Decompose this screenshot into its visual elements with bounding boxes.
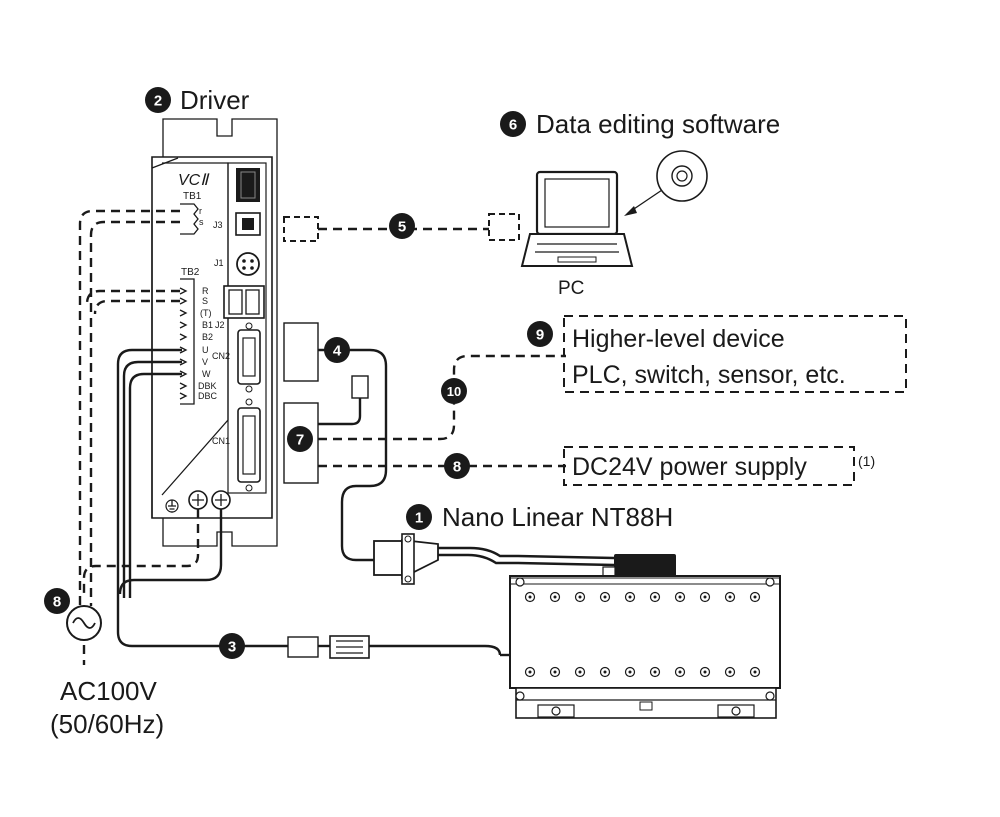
power-plug [287, 636, 319, 658]
tb1-label: TB1 [183, 191, 202, 202]
stage-mounting-hole-center [678, 670, 682, 674]
stage-mounting-hole-center [628, 595, 632, 599]
stage-mounting-hole-center [703, 670, 707, 674]
j2-port [223, 285, 265, 319]
tb2-b1-label: B1 [202, 320, 213, 330]
tb2-s-label: S [202, 296, 208, 306]
tb2-t-label: (T) [200, 308, 212, 318]
tb2-r-label: R [202, 286, 209, 296]
tb2-u-label: U [202, 345, 209, 355]
marker-10: 10 [441, 378, 467, 404]
marker-8-dc: 8 [444, 453, 470, 479]
tb2-label: TB2 [181, 267, 200, 278]
svg-text:4: 4 [333, 343, 342, 360]
driver-label: Driver [180, 85, 250, 115]
svg-text:8: 8 [453, 459, 461, 476]
ac-source-icon [66, 605, 102, 641]
pc-label: PC [558, 278, 584, 299]
stage-mounting-hole-center [678, 595, 682, 599]
cn1-connector [237, 407, 261, 483]
higher-level-title: Higher-level device [572, 325, 785, 353]
stage-mounting-hole-center [753, 670, 757, 674]
tb2-b2-label: B2 [202, 332, 213, 342]
j2-label: J2 [215, 320, 225, 330]
stage-mounting-hole-center [628, 670, 632, 674]
j1-port [236, 252, 260, 276]
stage-mounting-hole-center [553, 595, 557, 599]
svg-text:1: 1 [415, 510, 423, 527]
tb2-v-label: V [202, 357, 208, 367]
svg-text:6: 6 [509, 117, 517, 134]
stage-mounting-hole-center [753, 595, 757, 599]
stage-corner-screw [765, 577, 775, 587]
cn2-label: CN2 [212, 351, 230, 361]
tb1-s-label: s [199, 217, 204, 227]
stage-mounting-hole-center [728, 670, 732, 674]
stage-mounting-hole-center [528, 595, 532, 599]
marker-2: 2 [145, 87, 171, 113]
encoder-inline-connector [351, 375, 369, 399]
usb-plug-driver-end [283, 216, 319, 242]
marker-5: 5 [389, 213, 415, 239]
marker-6: 6 [500, 111, 526, 137]
svg-text:5: 5 [398, 219, 406, 236]
ac-voltage-label: AC100V [60, 676, 157, 706]
svg-text:7: 7 [296, 432, 304, 449]
pc-laptop [520, 170, 634, 267]
higher-level-device-box [563, 315, 907, 393]
marker-9: 9 [527, 321, 553, 347]
stage-corner-screw [765, 691, 775, 701]
led-display [236, 168, 260, 202]
svg-text:9: 9 [536, 327, 544, 344]
svg-text:8: 8 [53, 594, 61, 611]
stage-mounting-hole-center [528, 670, 532, 674]
dc24v-supply-box [563, 446, 855, 486]
stage-mounting-hole-center [653, 595, 657, 599]
tb2-w-label: W [202, 369, 211, 379]
stage-mounting-hole-center [728, 595, 732, 599]
dc24v-footnote: (1) [858, 453, 875, 469]
driver-unit: VCⅡ TB1 r s J3 J1 TB2 R S (T) B1 J2 B2 U… [151, 118, 278, 547]
ac-frequency-label: (50/60Hz) [50, 709, 164, 739]
driver-model-label: VCⅡ [178, 172, 210, 189]
stage-mounting-hole-center [703, 595, 707, 599]
cd-disk-icon [656, 150, 708, 202]
tb2-dbc-label: DBC [198, 391, 218, 401]
marker-8-ac: 8 [44, 588, 70, 614]
stage-corner-screw [515, 691, 525, 701]
stage-mounting-hole-center [603, 670, 607, 674]
nano-linear-stage [373, 533, 781, 719]
stage-mounting-hole-center [578, 670, 582, 674]
stage-mounting-hole-center [653, 670, 657, 674]
wiring [78, 187, 666, 665]
svg-text:3: 3 [228, 639, 236, 656]
stage-corner-screw [515, 577, 525, 587]
tb2-dbk-label: DBK [198, 381, 217, 391]
j3-label: J3 [213, 220, 223, 230]
marker-3: 3 [219, 633, 245, 659]
cn2-plug-box [283, 322, 319, 382]
tb1-r-label: r [199, 206, 202, 216]
nano-linear-label: Nano Linear NT88H [442, 502, 673, 532]
j1-label: J1 [214, 258, 224, 268]
svg-text:10: 10 [447, 384, 461, 399]
usb-plug-pc-end [488, 213, 520, 241]
stage-mounting-hole-center [603, 595, 607, 599]
cn1-label: CN1 [212, 436, 230, 446]
marker-4: 4 [324, 337, 350, 363]
svg-text:2: 2 [154, 93, 162, 110]
stage-mounting-hole-center [578, 595, 582, 599]
stage-mounting-hole-center [553, 670, 557, 674]
marker-7: 7 [287, 426, 313, 452]
marker-1: 1 [406, 504, 432, 530]
software-label: Data editing software [536, 109, 780, 139]
dc24v-label: DC24V power supply [572, 453, 807, 481]
higher-level-examples: PLC, switch, sensor, etc. [572, 361, 846, 389]
